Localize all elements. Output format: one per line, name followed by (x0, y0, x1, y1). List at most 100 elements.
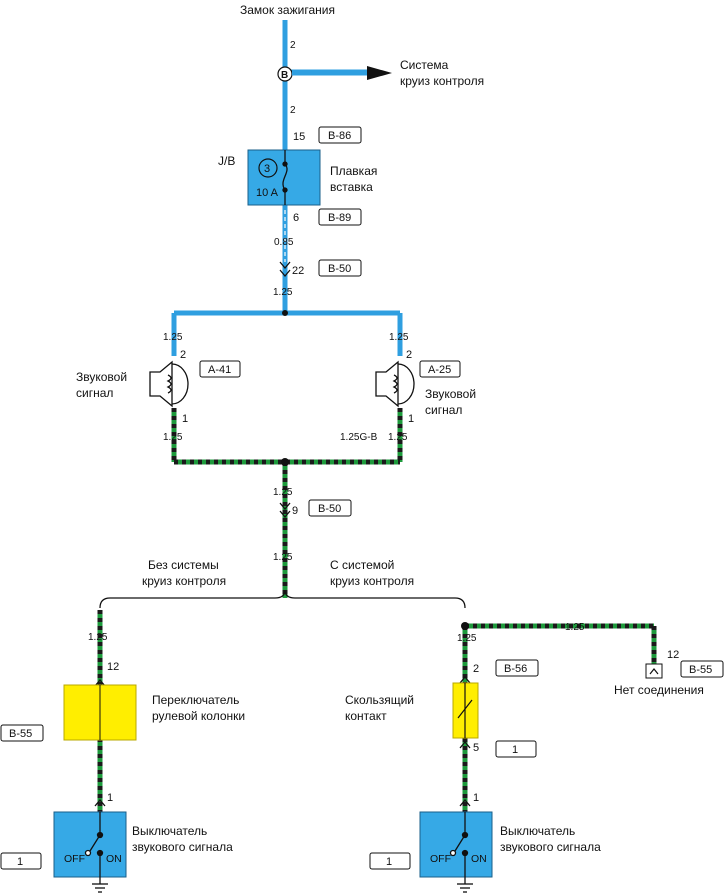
no-connection-label: Нет соединения (614, 683, 704, 697)
left-on-label: ON (106, 853, 122, 865)
left-horn-sw-line2: звукового сигнала (132, 840, 233, 854)
connector-tag-a25: A-25 (419, 360, 461, 378)
right-pin-mid: 5 (473, 742, 479, 754)
horn-right-pin-top: 2 (406, 349, 412, 361)
branch-right-line1: С системой (330, 558, 394, 572)
svg-text:B-50: B-50 (318, 503, 341, 515)
b50-top-pin: 22 (292, 265, 304, 277)
left-off-label: OFF (64, 853, 85, 865)
fuse-number: 3 (264, 163, 270, 175)
left-pin-top: 12 (107, 661, 119, 673)
b50-bot-pin: 9 (292, 505, 298, 517)
column-switch-line1: Переключатель (152, 693, 239, 707)
cruise-top-line2: круиз контроля (400, 74, 484, 88)
arrow-to-cruise-icon (367, 66, 392, 80)
horn-left-icon (149, 360, 189, 408)
horn-right-wire-color: 1.25G-B (340, 432, 378, 443)
right-pin-top: 2 (473, 663, 479, 675)
svg-text:1: 1 (386, 856, 392, 868)
connector-tag-right-mid: 1 (495, 740, 537, 758)
left-connector-icon-2 (94, 798, 106, 807)
cruise-top-line1: Система (400, 58, 449, 72)
right-ground-icon (457, 877, 473, 893)
horn-left-pin-top: 2 (180, 349, 186, 361)
b50-bot-wire-top: 1.25 (273, 487, 293, 498)
green-wires (97, 408, 657, 815)
right-horn-sw-line1: Выключатель (500, 824, 575, 838)
horn-left-wire-bot: 1.25 (163, 432, 183, 443)
left-connector-icon (94, 678, 106, 687)
connector-tag-b89: B-89 (318, 208, 362, 226)
clock-spring-icon (457, 683, 473, 738)
right-connector-icon-2 (459, 740, 471, 749)
horn-left-name-line2: сигнал (76, 386, 113, 400)
connector-tag-b86: B-86 (318, 126, 362, 144)
svg-text:B-89: B-89 (328, 212, 351, 224)
horn-right-pin-bot: 1 (408, 413, 414, 425)
horn-right-wire-top: 1.25 (389, 332, 409, 343)
clock-spring-line1: Скользящий (345, 693, 414, 707)
left-conn-tag-1: 1 (0, 852, 42, 870)
junction-dot-top (282, 310, 288, 316)
column-switch-line2: рулевой колонки (152, 709, 245, 723)
left-wire-size: 1.25 (88, 632, 108, 643)
left-horn-switch-icon (84, 812, 104, 877)
horn-left-name-line1: Звуковой (76, 370, 127, 384)
branch-right-line2: круиз контроля (330, 574, 414, 588)
connector-tag-b55-right: B-55 (680, 660, 724, 678)
right-connector-icon (459, 675, 471, 684)
b50-bot-wire-bot: 1.25 (273, 552, 293, 563)
fuse-pin-in: 15 (293, 131, 305, 143)
junction-dot-right (461, 622, 469, 630)
fuse-element-icon (282, 150, 288, 205)
splice-b-letter: B (281, 70, 288, 81)
ignition-label: Замок зажигания (240, 3, 335, 17)
wire-size-125-top: 1.25 (273, 287, 293, 298)
left-horn-sw-line1: Выключатель (132, 824, 207, 838)
left-pin-bot: 1 (107, 792, 113, 804)
jb-label: J/B (218, 154, 235, 168)
right-on-label: ON (471, 853, 487, 865)
horn-right-wire-bot: 1.25 (388, 432, 408, 443)
right-conn-tag-1: 1 (369, 852, 411, 870)
fuse-name-line2: вставка (330, 180, 373, 194)
branch-brace (99, 589, 466, 609)
svg-text:1: 1 (17, 856, 23, 868)
svg-text:B-50: B-50 (328, 263, 351, 275)
wire-size-085: 0.85 (274, 237, 294, 248)
no-connection-terminal-icon (645, 663, 663, 679)
connector-tag-b55-left: B-55 (0, 724, 44, 742)
svg-text:B-55: B-55 (689, 664, 712, 676)
right-horn-switch-box (419, 811, 493, 878)
connector-tag-a41: A-41 (199, 360, 241, 378)
right-wire-size: 1.25 (457, 633, 477, 644)
right-horn-sw-line2: звукового сигнала (500, 840, 601, 854)
left-horn-switch-box (53, 811, 127, 878)
right-side-wire-size: 1.25 (565, 622, 585, 633)
svg-text:A-41: A-41 (208, 364, 231, 376)
connector-tag-b50-bot: B-50 (308, 499, 352, 517)
horn-right-name-line2: сигнал (425, 403, 462, 417)
right-connector-icon-3 (459, 798, 471, 807)
connector-chevron-icon-2 (279, 502, 291, 511)
wire-size-mid: 2 (290, 105, 296, 116)
horn-right-icon (375, 360, 415, 408)
svg-text:A-25: A-25 (428, 364, 451, 376)
left-ground-icon (92, 877, 108, 893)
svg-text:1: 1 (512, 744, 518, 756)
connector-chevron-icon (279, 261, 291, 270)
right-horn-switch-icon (449, 812, 469, 877)
branch-left-line2: круиз контроля (142, 574, 226, 588)
fuse-name-line1: Плавкая (330, 164, 377, 178)
svg-text:B-55: B-55 (9, 728, 32, 740)
right-pin-bot: 1 (473, 792, 479, 804)
horn-left-pin-bot: 1 (182, 413, 188, 425)
fuse-rating: 10 A (256, 187, 279, 199)
right-off-label: OFF (430, 853, 451, 865)
connector-tag-b50-top: B-50 (318, 259, 362, 277)
connector-tag-b56: B-56 (495, 659, 539, 677)
horn-right-name-line1: Звуковой (425, 387, 476, 401)
clock-spring-line2: контакт (345, 709, 387, 723)
